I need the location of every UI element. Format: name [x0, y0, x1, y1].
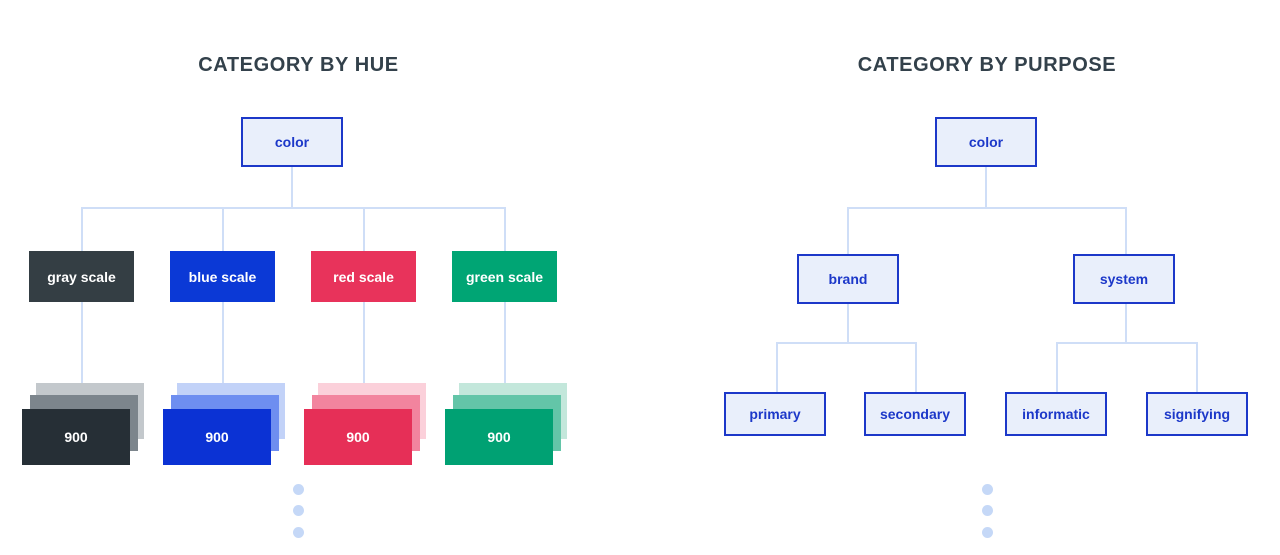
- node-primary[interactable]: primary: [724, 392, 826, 436]
- connector-brand-bus: [776, 342, 917, 344]
- swatch-stack-green[interactable]: 900: [445, 383, 575, 475]
- connector-hue-drop-green: [504, 207, 506, 251]
- connector-purpose-root-stem: [985, 167, 987, 207]
- node-secondary[interactable]: secondary: [864, 392, 966, 436]
- swatch-layer-front[interactable]: 900: [22, 409, 130, 465]
- panel-title-category-by-purpose: CATEGORY BY PURPOSE: [857, 54, 1117, 76]
- connector-purpose-drop-brand: [847, 207, 849, 254]
- swatch-label: 900: [205, 429, 229, 445]
- ellipsis-dot-icon: [982, 527, 993, 538]
- connector-hue-stem-gray: [81, 302, 83, 386]
- swatch-layer-front[interactable]: 900: [445, 409, 553, 465]
- ellipsis-dot-icon: [293, 527, 304, 538]
- connector-hue-bus: [81, 207, 506, 209]
- swatch-label: 900: [64, 429, 88, 445]
- node-brand[interactable]: brand: [797, 254, 899, 304]
- scale-box-label: blue scale: [188, 268, 257, 285]
- connector-system-drop-signifying: [1196, 342, 1198, 392]
- node-purpose-root-color[interactable]: color: [935, 117, 1037, 167]
- connector-hue-stem-blue: [222, 302, 224, 386]
- node-informatic[interactable]: informatic: [1005, 392, 1107, 436]
- swatch-label: 900: [346, 429, 370, 445]
- swatch-label: 900: [487, 429, 511, 445]
- node-label: brand: [828, 271, 868, 287]
- node-label: system: [1099, 271, 1149, 287]
- connector-system-drop-informatic: [1056, 342, 1058, 392]
- scale-box-label: red scale: [333, 268, 394, 285]
- node-hue-root-color[interactable]: color: [241, 117, 343, 167]
- ellipsis-dot-icon: [293, 505, 304, 516]
- connector-purpose-drop-system: [1125, 207, 1127, 254]
- scale-box-green[interactable]: green scale: [452, 251, 557, 302]
- node-signifying[interactable]: signifying: [1146, 392, 1248, 436]
- connector-hue-drop-gray: [81, 207, 83, 251]
- connector-hue-root-stem: [291, 167, 293, 207]
- ellipsis-dot-icon: [293, 484, 304, 495]
- node-label: informatic: [1022, 406, 1090, 422]
- swatch-layer-front[interactable]: 900: [304, 409, 412, 465]
- node-label: secondary: [879, 406, 951, 422]
- scale-box-label: gray scale: [47, 268, 116, 285]
- connector-brand-drop-primary: [776, 342, 778, 392]
- panel-title-category-by-hue: CATEGORY BY HUE: [198, 54, 399, 76]
- node-label: color: [274, 134, 310, 150]
- connector-hue-drop-blue: [222, 207, 224, 251]
- connector-brand-drop-secondary: [915, 342, 917, 392]
- swatch-stack-red[interactable]: 900: [304, 383, 434, 475]
- connector-system-bus: [1056, 342, 1197, 344]
- scale-box-red[interactable]: red scale: [311, 251, 416, 302]
- connector-brand-stem: [847, 304, 849, 342]
- swatch-stack-blue[interactable]: 900: [163, 383, 293, 475]
- scale-box-blue[interactable]: blue scale: [170, 251, 275, 302]
- ellipsis-dot-icon: [982, 484, 993, 495]
- scale-box-gray[interactable]: gray scale: [29, 251, 134, 302]
- connector-purpose-bus: [847, 207, 1127, 209]
- ellipsis-dot-icon: [982, 505, 993, 516]
- node-system[interactable]: system: [1073, 254, 1175, 304]
- node-label: primary: [749, 406, 801, 422]
- swatch-stack-gray[interactable]: 900: [22, 383, 152, 475]
- node-label: color: [968, 134, 1004, 150]
- scale-box-label: green scale: [465, 268, 544, 285]
- connector-hue-drop-red: [363, 207, 365, 251]
- connector-system-stem: [1125, 304, 1127, 342]
- node-label: signifying: [1163, 406, 1231, 422]
- connector-hue-stem-green: [504, 302, 506, 386]
- connector-hue-stem-red: [363, 302, 365, 386]
- swatch-layer-front[interactable]: 900: [163, 409, 271, 465]
